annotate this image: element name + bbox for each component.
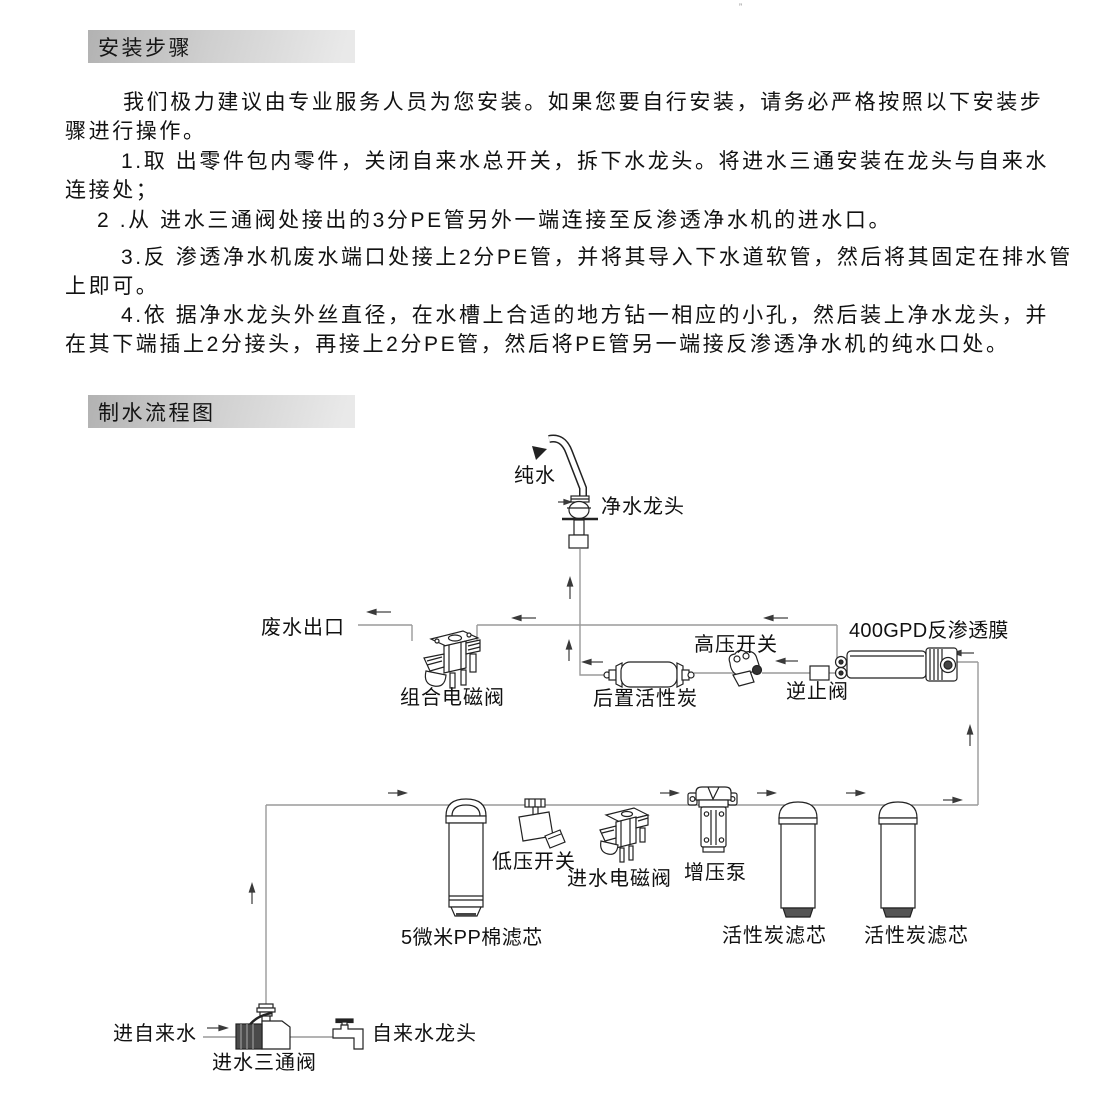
- label-tap-faucet: 自来水龙头: [372, 1022, 477, 1045]
- check-valve-illustration: [809, 665, 830, 681]
- text-line: 3.反 渗透净水机废水端口处接上2分PE管，并将其导入下水道软管，然后将其固定在…: [121, 246, 1073, 269]
- label-carbon-filter-1: 活性炭滤芯: [722, 924, 827, 947]
- label-three-way-valve: 进水三通阀: [212, 1051, 317, 1074]
- three-way-valve-illustration: [235, 1003, 291, 1050]
- pp-filter-illustration: [445, 798, 487, 917]
- section-header-install-steps: 安装步骤: [88, 30, 355, 63]
- text-line: 2 .从 进水三通阀处接出的3分PE管另外一端连接至反渗透净水机的进水口。: [97, 209, 893, 232]
- combo-solenoid-valve-illustration: [423, 630, 481, 689]
- waste-water-pipe: [358, 624, 838, 658]
- inlet-solenoid-valve-illustration: [599, 807, 650, 863]
- carbon-filter-2-illustration: [878, 801, 918, 918]
- arrow-right: [207, 498, 963, 1032]
- ro-membrane-illustration: [834, 647, 958, 682]
- label-clean-faucet: 净水龙头: [601, 495, 685, 518]
- label-hp-switch: 高压开关: [694, 633, 778, 656]
- text-line: 我们极力建议由专业服务人员为您安装。如果您要自行安装，请务必严格按照以下安装步: [123, 91, 1044, 114]
- section-header-flow-diagram: 制水流程图: [88, 395, 355, 428]
- pipe-lines: [203, 549, 979, 1038]
- stray-mark: ”: [739, 2, 742, 12]
- text-line: 上即可。: [65, 275, 160, 298]
- section-title: 制水流程图: [98, 401, 216, 425]
- label-pure-water: 纯水: [514, 464, 556, 487]
- pure-water-pipe: [579, 549, 837, 676]
- label-lp-switch: 低压开关: [492, 850, 576, 873]
- flow-arrows: [207, 498, 974, 1032]
- post-carbon-capsule-illustration: [603, 661, 695, 688]
- diagram-labels: 纯水 净水龙头 废水出口 组合电磁阀 后置活性炭 高压开关 逆止阀 400GPD…: [113, 464, 1009, 1074]
- text-line: 4.依 据净水龙头外丝直径，在水槽上合适的地方钻一相应的小孔，然后装上净水龙头，…: [121, 304, 1049, 327]
- carbon-filter-1-illustration: [778, 801, 818, 918]
- high-pressure-switch-illustration: [728, 649, 763, 687]
- booster-pump-illustration: [687, 786, 738, 853]
- label-membrane: 400GPD反渗透膜: [849, 619, 1009, 642]
- label-tap-in: 进自来水: [113, 1022, 197, 1045]
- low-pressure-switch-illustration: [518, 798, 566, 849]
- tap-water-faucet-illustration: [332, 1018, 364, 1050]
- text-line: 骤进行操作。: [65, 120, 207, 143]
- section-title: 安装步骤: [98, 36, 192, 60]
- label-check-valve: 逆止阀: [786, 680, 849, 703]
- label-combo-valve: 组合电磁阀: [400, 686, 505, 709]
- diagram-components: [235, 434, 958, 1050]
- membrane-feed-pipe: [955, 661, 979, 805]
- spout-arrow: [532, 446, 547, 460]
- text-line: 在其下端插上2分接头，再接上2分PE管，然后将PE管另一端接反渗透净水机的纯水口…: [65, 333, 1010, 356]
- label-inlet-valve: 进水电磁阀: [567, 867, 672, 890]
- label-carbon-filter-2: 活性炭滤芯: [864, 924, 969, 947]
- label-waste-outlet: 废水出口: [261, 616, 345, 639]
- label-post-carbon: 后置活性炭: [593, 687, 698, 710]
- text-line: 1.取 出零件包内零件，关闭自来水总开关，拆下水龙头。将进水三通安装在龙头与自来…: [121, 150, 1049, 173]
- label-pp-filter: 5微米PP棉滤芯: [401, 926, 543, 949]
- arrow-up: [248, 576, 974, 904]
- text-line: 连接处；: [65, 179, 160, 202]
- label-pump: 增压泵: [684, 861, 747, 884]
- clean-water-faucet-illustration: [532, 434, 598, 549]
